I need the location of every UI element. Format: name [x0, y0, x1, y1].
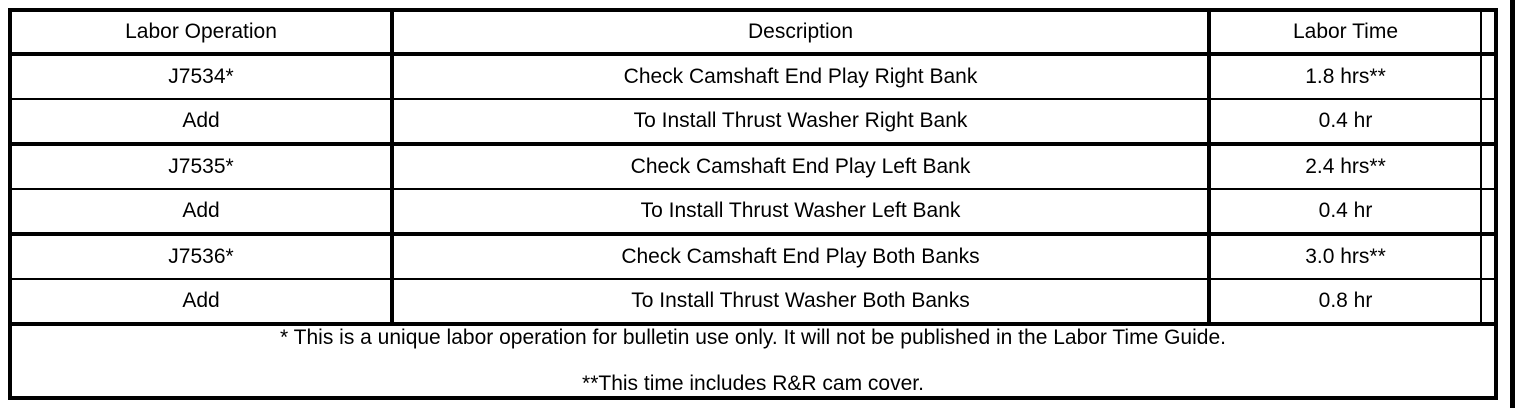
table-row: J7535* Check Camshaft End Play Left Bank…	[12, 144, 1494, 190]
table-header: Labor Operation Description Labor Time	[12, 12, 1494, 56]
cell-spacer	[1481, 234, 1494, 280]
footnote-spacer	[18, 350, 1488, 372]
cell-labor-operation: J7535*	[12, 144, 394, 190]
labor-operation-table: Labor Operation Description Labor Time J…	[12, 12, 1494, 397]
cell-labor-operation: J7534*	[12, 54, 394, 100]
column-header-description: Description	[392, 12, 1211, 56]
column-header-labor-operation: Labor Operation	[12, 12, 394, 56]
table-body: J7534* Check Camshaft End Play Right Ban…	[12, 54, 1494, 397]
cell-description: Check Camshaft End Play Right Bank	[392, 54, 1211, 100]
footnote-single-asterisk: * This is a unique labor operation for b…	[280, 326, 1226, 349]
cell-description: To Install Thrust Washer Right Bank	[392, 99, 1211, 146]
cell-description: Check Camshaft End Play Both Banks	[392, 234, 1211, 280]
cell-labor-time: 1.8 hrs**	[1209, 54, 1482, 100]
footnote-double-asterisk: **This time includes R&R cam cover.	[582, 372, 924, 396]
footnotes-cell: * This is a unique labor operation for b…	[12, 324, 1494, 397]
table-row: Add To Install Thrust Washer Right Bank …	[12, 99, 1494, 146]
table-row: Add To Install Thrust Washer Both Banks …	[12, 279, 1494, 326]
cell-labor-time: 0.8 hr	[1209, 279, 1482, 326]
cell-labor-operation: J7536*	[12, 234, 394, 280]
cell-spacer	[1481, 279, 1494, 326]
table-outer-frame: Labor Operation Description Labor Time J…	[8, 8, 1498, 400]
cell-labor-time: 2.4 hrs**	[1209, 144, 1482, 190]
cell-labor-time: 0.4 hr	[1209, 189, 1482, 236]
cell-labor-operation: Add	[12, 279, 394, 326]
cell-spacer	[1481, 144, 1494, 190]
cell-labor-time: 0.4 hr	[1209, 99, 1482, 146]
column-header-labor-time: Labor Time	[1209, 12, 1482, 56]
cell-description: To Install Thrust Washer Both Banks	[392, 279, 1211, 326]
table-row: J7536* Check Camshaft End Play Both Bank…	[12, 234, 1494, 280]
right-margin-rule	[1510, 0, 1515, 408]
header-row: Labor Operation Description Labor Time	[12, 12, 1494, 56]
table-row: J7534* Check Camshaft End Play Right Ban…	[12, 54, 1494, 100]
cell-description: To Install Thrust Washer Left Bank	[392, 189, 1211, 236]
cell-labor-operation: Add	[12, 99, 394, 146]
cell-spacer	[1481, 54, 1494, 100]
footnote-row: * This is a unique labor operation for b…	[12, 324, 1494, 397]
column-header-spacer	[1481, 12, 1494, 56]
cell-labor-time: 3.0 hrs**	[1209, 234, 1482, 280]
cell-spacer	[1481, 99, 1494, 146]
cell-description: Check Camshaft End Play Left Bank	[392, 144, 1211, 190]
table-row: Add To Install Thrust Washer Left Bank 0…	[12, 189, 1494, 236]
cell-spacer	[1481, 189, 1494, 236]
cell-labor-operation: Add	[12, 189, 394, 236]
